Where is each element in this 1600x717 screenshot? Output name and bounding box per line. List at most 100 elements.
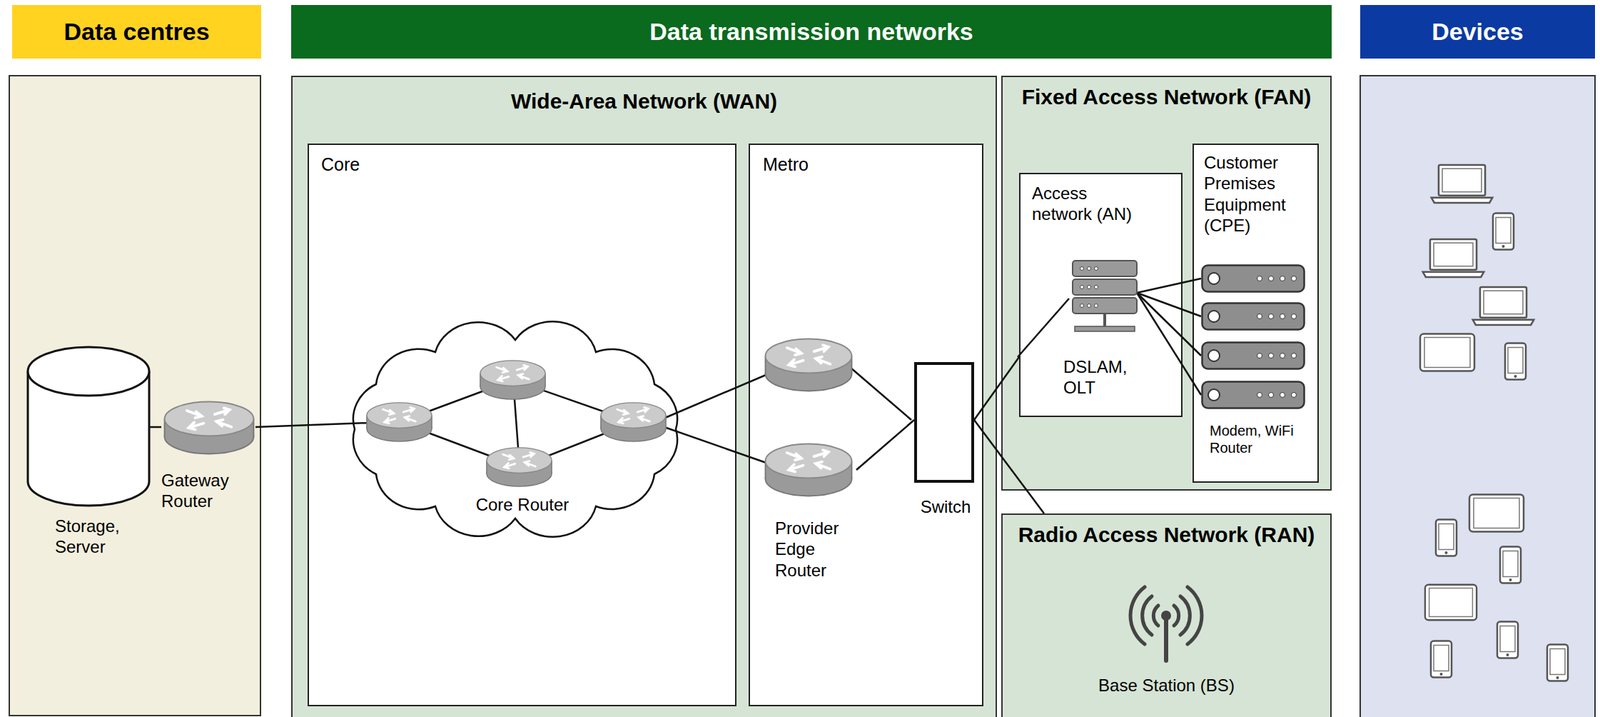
network-wires bbox=[1136, 278, 1202, 293]
text-holder: Provider Edge Router bbox=[775, 517, 855, 581]
label-text: DSLAM, OLT bbox=[1063, 356, 1135, 399]
text-holder: Data transmission networks bbox=[291, 17, 1332, 47]
router-icon bbox=[480, 360, 546, 399]
label-text: Core Router bbox=[470, 493, 575, 515]
network-wires bbox=[1136, 292, 1202, 395]
text-holder: Storage, Server bbox=[54, 515, 148, 558]
modem-icon bbox=[1202, 342, 1305, 369]
device-icons bbox=[1420, 333, 1475, 372]
heading-text: Wide-Area Network (WAN) bbox=[292, 88, 996, 115]
dslam-icon bbox=[1072, 279, 1137, 295]
base-station-icon bbox=[1173, 605, 1179, 626]
network-wires bbox=[850, 367, 912, 420]
text-holder: Devices bbox=[1360, 17, 1596, 47]
text-holder: Fixed Access Network (FAN) bbox=[1002, 84, 1331, 111]
device-icons bbox=[1505, 343, 1526, 380]
text-holder: Access network (AN) bbox=[1031, 182, 1139, 225]
device-icons bbox=[1420, 164, 1568, 681]
label-text: Access network (AN) bbox=[1031, 182, 1139, 225]
dslam-icon bbox=[1080, 266, 1099, 308]
header-band: Devices bbox=[1360, 4, 1596, 59]
device-icons bbox=[1430, 640, 1452, 678]
label-text: Base Station (BS) bbox=[1002, 674, 1331, 696]
storage-cylinder bbox=[27, 346, 150, 396]
device-icons bbox=[1497, 621, 1518, 658]
heading-text: Radio Access Network (RAN) bbox=[1002, 521, 1331, 549]
text-holder: Switch bbox=[907, 495, 985, 517]
router-icon bbox=[164, 338, 853, 496]
network-wires bbox=[255, 422, 372, 427]
base-station-icon bbox=[1130, 586, 1202, 661]
heading-text: Devices bbox=[1360, 17, 1596, 47]
connector-line bbox=[974, 419, 1045, 514]
header-band: Data transmission networks bbox=[291, 4, 1332, 59]
dslam-icon bbox=[1087, 285, 1092, 290]
device-icons bbox=[1492, 213, 1514, 250]
router-icon bbox=[600, 402, 666, 442]
dslam-icon bbox=[1094, 266, 1099, 271]
text-holder: Data centres bbox=[12, 17, 262, 47]
device-icons bbox=[1469, 494, 1524, 532]
data-centres-panel bbox=[9, 75, 261, 716]
core-cloud bbox=[353, 321, 678, 537]
connector-line bbox=[149, 426, 162, 429]
label-text: Core bbox=[321, 153, 464, 176]
device-icons bbox=[1547, 644, 1568, 681]
modem-icon bbox=[1202, 265, 1305, 292]
text-holder: Metro bbox=[762, 153, 906, 176]
network-wires bbox=[660, 425, 775, 466]
device-icons bbox=[1435, 519, 1457, 556]
connector-line bbox=[974, 356, 1020, 420]
network-box: MetroProvider Edge Router Switch bbox=[748, 143, 984, 706]
router-icon bbox=[765, 338, 853, 392]
heading-text: Data centres bbox=[12, 17, 262, 47]
base-station-icon bbox=[1180, 595, 1190, 635]
router-icon bbox=[164, 401, 255, 454]
modem-icon bbox=[1202, 265, 1305, 409]
router-icon bbox=[765, 443, 853, 496]
base-station-icon bbox=[1130, 586, 1145, 644]
base-station-icon bbox=[1153, 605, 1159, 626]
text-holder: DSLAM, OLT bbox=[1063, 356, 1135, 399]
dslam-icon bbox=[1080, 285, 1085, 290]
header-band: Data centres bbox=[12, 4, 262, 59]
heading-text: Data transmission networks bbox=[291, 17, 1332, 47]
dslam-icon bbox=[1094, 285, 1099, 290]
network-wires bbox=[1136, 292, 1202, 317]
router-icon bbox=[366, 402, 432, 442]
device-icons bbox=[1423, 239, 1484, 277]
device-icons bbox=[1431, 164, 1493, 203]
network-wires bbox=[255, 278, 1202, 467]
devices-panel bbox=[1360, 75, 1596, 717]
text-holder: Customer Premises Equipment (CPE) bbox=[1203, 152, 1315, 236]
dslam-icon bbox=[1072, 297, 1137, 314]
text-holder: Modem, WiFi Router bbox=[1209, 421, 1314, 457]
device-icons bbox=[1425, 584, 1477, 620]
dslam-icon bbox=[1094, 304, 1099, 308]
dslam-icon bbox=[1072, 260, 1137, 277]
label-text: Provider Edge Router bbox=[775, 517, 855, 581]
network-wires bbox=[1136, 292, 1202, 356]
text-holder: Wide-Area Network (WAN) bbox=[292, 88, 996, 115]
base-station-icon bbox=[1142, 595, 1152, 635]
storage-cylinder bbox=[27, 346, 150, 506]
modem-icon bbox=[1202, 303, 1305, 330]
text-holder: Gateway Router bbox=[161, 469, 251, 512]
label-text: Switch bbox=[907, 495, 985, 517]
dslam-icon bbox=[1087, 266, 1092, 271]
dslam-icon bbox=[1072, 260, 1137, 332]
label-text: Gateway Router bbox=[161, 469, 251, 512]
text-holder: Core Router bbox=[470, 493, 575, 515]
label-text: Metro bbox=[762, 153, 906, 176]
label-text: Customer Premises Equipment (CPE) bbox=[1203, 152, 1315, 236]
heading-text: Fixed Access Network (FAN) bbox=[1002, 84, 1331, 111]
label-text: Modem, WiFi Router bbox=[1209, 421, 1314, 457]
text-holder: Base Station (BS) bbox=[1002, 674, 1331, 696]
network-wires bbox=[1017, 298, 1070, 357]
connector-line bbox=[856, 419, 915, 470]
base-station-icon bbox=[1163, 618, 1169, 661]
dslam-icon bbox=[1087, 304, 1092, 308]
router-icon bbox=[486, 447, 552, 486]
